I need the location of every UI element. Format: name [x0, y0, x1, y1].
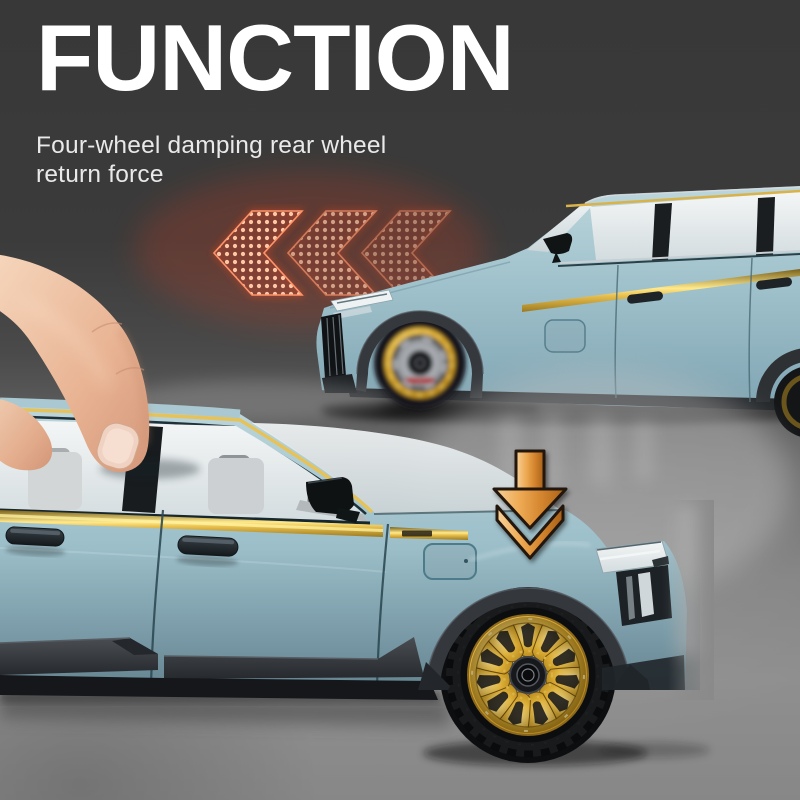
- top-car-charge-door: [544, 319, 586, 353]
- bottom-car-mirror: [306, 477, 354, 514]
- bottom-car-door-handle: [5, 526, 66, 557]
- bottom-car-door-handle: [176, 535, 239, 567]
- subtitle-line-1: Four-wheel damping rear wheel: [36, 131, 387, 159]
- bottom-car-fuel-door: [423, 543, 477, 580]
- page-title: FUNCTION: [36, 5, 515, 110]
- bottom-car-badge: [402, 530, 432, 537]
- bottom-car-front-arch: [426, 588, 630, 690]
- top-car-door-handle: [627, 291, 663, 304]
- subtitle-line-2: return force: [36, 161, 164, 189]
- left-chevron-arrows-icon: [212, 210, 452, 296]
- top-car-door-handle: [756, 277, 792, 290]
- subtitle: Four-wheel damping rear wheel return for…: [36, 131, 514, 191]
- top-car-front-wheel: [374, 317, 466, 409]
- header: FUNCTION Four-wheel damping rear wheel r…: [36, 5, 515, 191]
- top-car-rear-arch: [755, 348, 800, 402]
- top-car-front-arch: [357, 311, 483, 374]
- hand: [0, 255, 200, 479]
- top-car-gold-stripe: [522, 269, 800, 312]
- top-car-mirror: [543, 233, 573, 263]
- bottom-car-front-wheel: [440, 587, 616, 763]
- fingernail: [96, 422, 140, 470]
- thumb: [0, 399, 53, 471]
- down-arrow-icon: [492, 449, 568, 560]
